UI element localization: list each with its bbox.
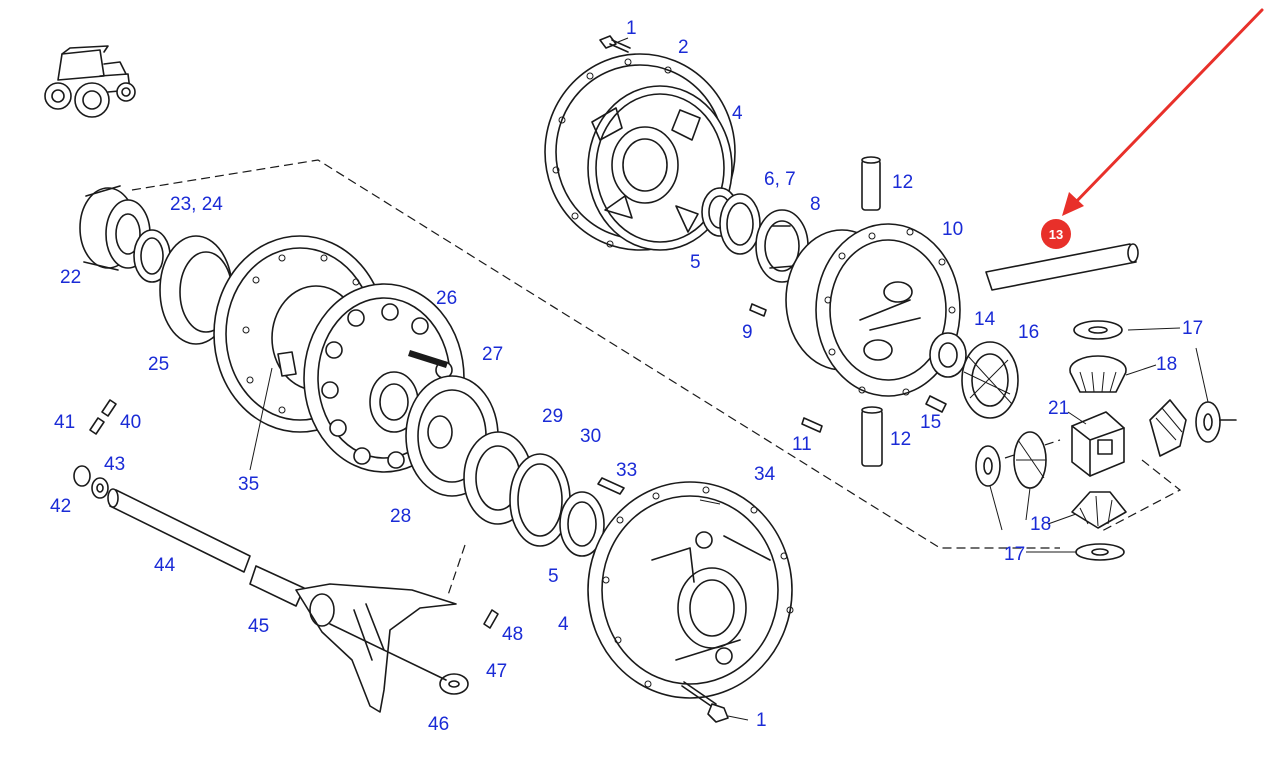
shift-fork — [295, 583, 457, 713]
cross-shaft — [985, 243, 1139, 291]
leader-lines — [249, 37, 1209, 721]
callout-label: 1 — [626, 18, 637, 39]
callout-label: 8 — [810, 194, 821, 215]
bearing-29-30 — [463, 431, 571, 547]
pin-bottom — [861, 406, 883, 467]
callout-label: 27 — [482, 344, 503, 365]
set-screw — [925, 395, 947, 413]
callout-label: 47 — [486, 661, 507, 682]
callout-label: 45 — [248, 616, 269, 637]
pin-top — [861, 156, 881, 211]
callout-labels: 1 2 4 6, 7 8 5 12 10 9 14 16 17 18 21 15… — [50, 18, 1203, 735]
callout-label: 44 — [154, 555, 176, 576]
callout-label: 9 — [742, 322, 753, 343]
callout-label: 14 — [974, 309, 996, 330]
callout-label: 2 — [678, 37, 689, 58]
dowel-pins — [749, 303, 823, 433]
callout-label: 12 — [890, 429, 911, 450]
bolt-bottom — [681, 681, 729, 723]
callout-label: 42 — [50, 496, 71, 517]
callout-label: 17 — [1004, 544, 1025, 565]
differential-housing-bottom — [587, 481, 794, 699]
callout-label: 41 — [54, 412, 75, 433]
callout-label: 46 — [428, 714, 449, 735]
callout-label: 11 — [792, 434, 812, 455]
callout-label: 25 — [148, 354, 169, 375]
callout-label: 33 — [616, 460, 637, 481]
callout-label: 12 — [892, 172, 913, 193]
callout-label: 28 — [390, 506, 411, 527]
pins-40-41 — [89, 399, 117, 435]
callout-label: 30 — [580, 426, 601, 447]
callout-label: 4 — [558, 614, 569, 635]
callout-label: 40 — [120, 412, 141, 433]
callout-label: 6, 7 — [764, 169, 796, 190]
spider-assembly — [975, 320, 1237, 561]
callout-label: 26 — [436, 288, 457, 309]
callout-label: 4 — [732, 103, 743, 124]
callout-label: 5 — [690, 252, 701, 273]
callout-label: 29 — [542, 406, 563, 427]
callout-label: 18 — [1030, 514, 1051, 535]
shift-rod — [107, 488, 305, 607]
callout-label: 15 — [920, 412, 941, 433]
callout-label: 16 — [1018, 322, 1039, 343]
bearing-33-5 — [559, 477, 625, 557]
callout-label: 34 — [754, 464, 776, 485]
highlight-marker-13: 13 — [1041, 219, 1071, 249]
callout-label: 48 — [502, 624, 523, 645]
callout-label: 22 — [60, 267, 81, 288]
thrust-washer — [929, 332, 967, 378]
washers-42-43 — [73, 465, 109, 499]
differential-housing-top — [544, 53, 736, 251]
callout-label: 18 — [1156, 354, 1177, 375]
bolt-top — [599, 35, 631, 53]
callout-label: 5 — [548, 566, 559, 587]
callout-label: 43 — [104, 454, 125, 475]
callout-label: 35 — [238, 474, 259, 495]
highlight-arrow — [1062, 8, 1264, 216]
callout-label: 17 — [1182, 318, 1203, 339]
callout-label: 1 — [756, 710, 767, 731]
side-gear — [961, 341, 1019, 419]
differential-carrier — [785, 223, 961, 397]
callout-label: 23, 24 — [170, 194, 223, 215]
tractor-icon — [44, 45, 136, 118]
callout-label: 10 — [942, 219, 963, 240]
callout-label: 21 — [1048, 398, 1069, 419]
svg-text:13: 13 — [1049, 227, 1063, 242]
pin-48-nut-46 — [329, 609, 499, 695]
